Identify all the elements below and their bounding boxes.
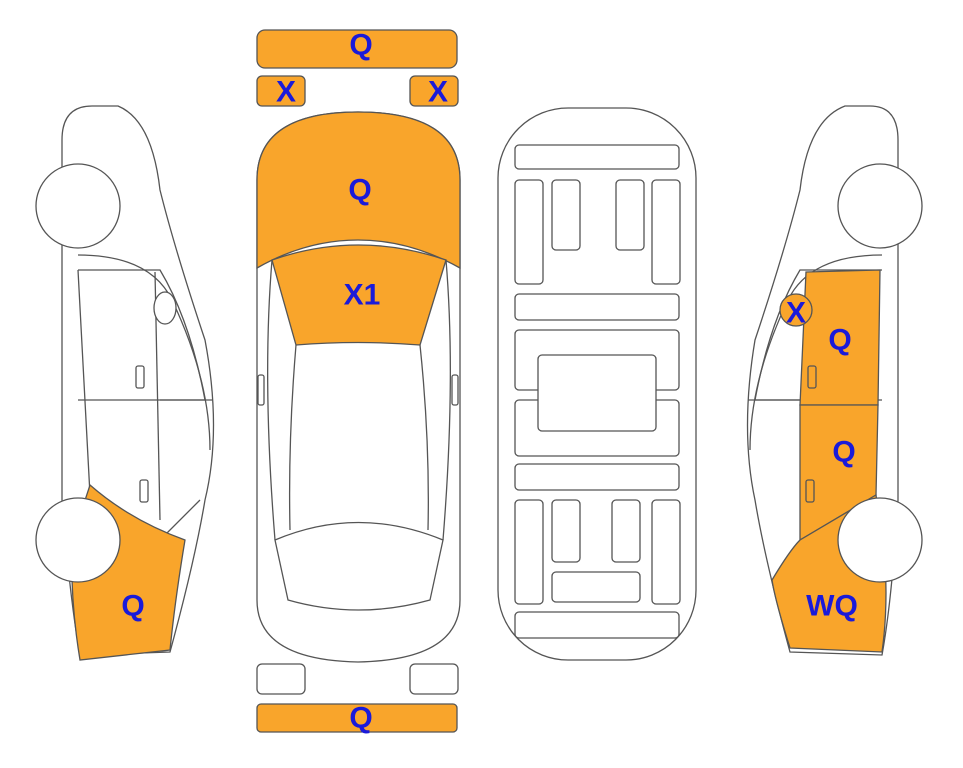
- underbody-front-right-inner: [615, 179, 645, 251]
- left-side-mirror: [153, 291, 177, 325]
- left-door-handle-front: [135, 365, 145, 389]
- right-headlight: [409, 75, 459, 107]
- underbody-rear-cross: [551, 571, 641, 603]
- right-side-view: Q Q WQ X: [746, 105, 923, 656]
- top-view-roof-right: [419, 344, 429, 531]
- top-view-right-mirror: [451, 374, 459, 406]
- rear-bumper-code: Q: [349, 702, 372, 735]
- underbody-front-bar: [514, 144, 680, 170]
- left-side-view: Q: [35, 105, 215, 661]
- top-view: Q X X Q X1 Q: [256, 29, 461, 735]
- left-headlight-code: X: [276, 76, 296, 109]
- left-front-wheel: [35, 163, 121, 249]
- underbody-view: [497, 107, 697, 661]
- left-door-handle-rear: [139, 479, 149, 503]
- underbody-front-left-rail: [514, 179, 544, 285]
- hood-code: Q: [348, 174, 371, 207]
- top-view-left-mirror: [257, 374, 265, 406]
- hood: [256, 111, 461, 270]
- underbody-rear-right-inner: [611, 499, 641, 563]
- left-rear-quarter-code: Q: [121, 590, 144, 623]
- right-front-wheel: [837, 163, 923, 249]
- underbody-cross-member-1: [514, 293, 680, 321]
- underbody-rear-right-rail: [651, 499, 681, 605]
- underbody-rear-bar: [514, 611, 680, 639]
- right-door-handle-rear: [805, 479, 815, 503]
- right-front-door-code: Q: [828, 324, 851, 357]
- right-mirror: [779, 293, 813, 327]
- front-bumper: [256, 29, 458, 69]
- top-view-roof: [288, 344, 297, 531]
- left-taillight: [256, 663, 306, 695]
- right-door-handle-front: [807, 365, 817, 389]
- underbody-rear-left-inner: [551, 499, 581, 563]
- underbody-front-right-rail: [651, 179, 681, 285]
- right-mirror-code: X: [786, 297, 806, 330]
- front-bumper-code: Q: [349, 29, 372, 62]
- left-headlight: [256, 75, 306, 107]
- underbody-cross-member-2: [514, 463, 680, 491]
- right-rear-wheel: [837, 497, 923, 583]
- underbody-front-left-inner: [551, 179, 581, 251]
- right-taillight: [409, 663, 459, 695]
- right-rear-quarter-code: WQ: [806, 590, 858, 623]
- underbody-rear-left-rail: [514, 499, 544, 605]
- top-view-rear-window: [274, 521, 444, 611]
- windshield-code: X1: [344, 279, 381, 312]
- top-view-right-a-pillar: [442, 259, 451, 541]
- right-rear-door-code: Q: [832, 436, 855, 469]
- right-headlight-code: X: [428, 76, 448, 109]
- underbody-center-tunnel: [537, 354, 657, 432]
- top-view-left-a-pillar: [267, 259, 276, 541]
- rear-bumper: [256, 703, 458, 733]
- left-rear-wheel: [35, 497, 121, 583]
